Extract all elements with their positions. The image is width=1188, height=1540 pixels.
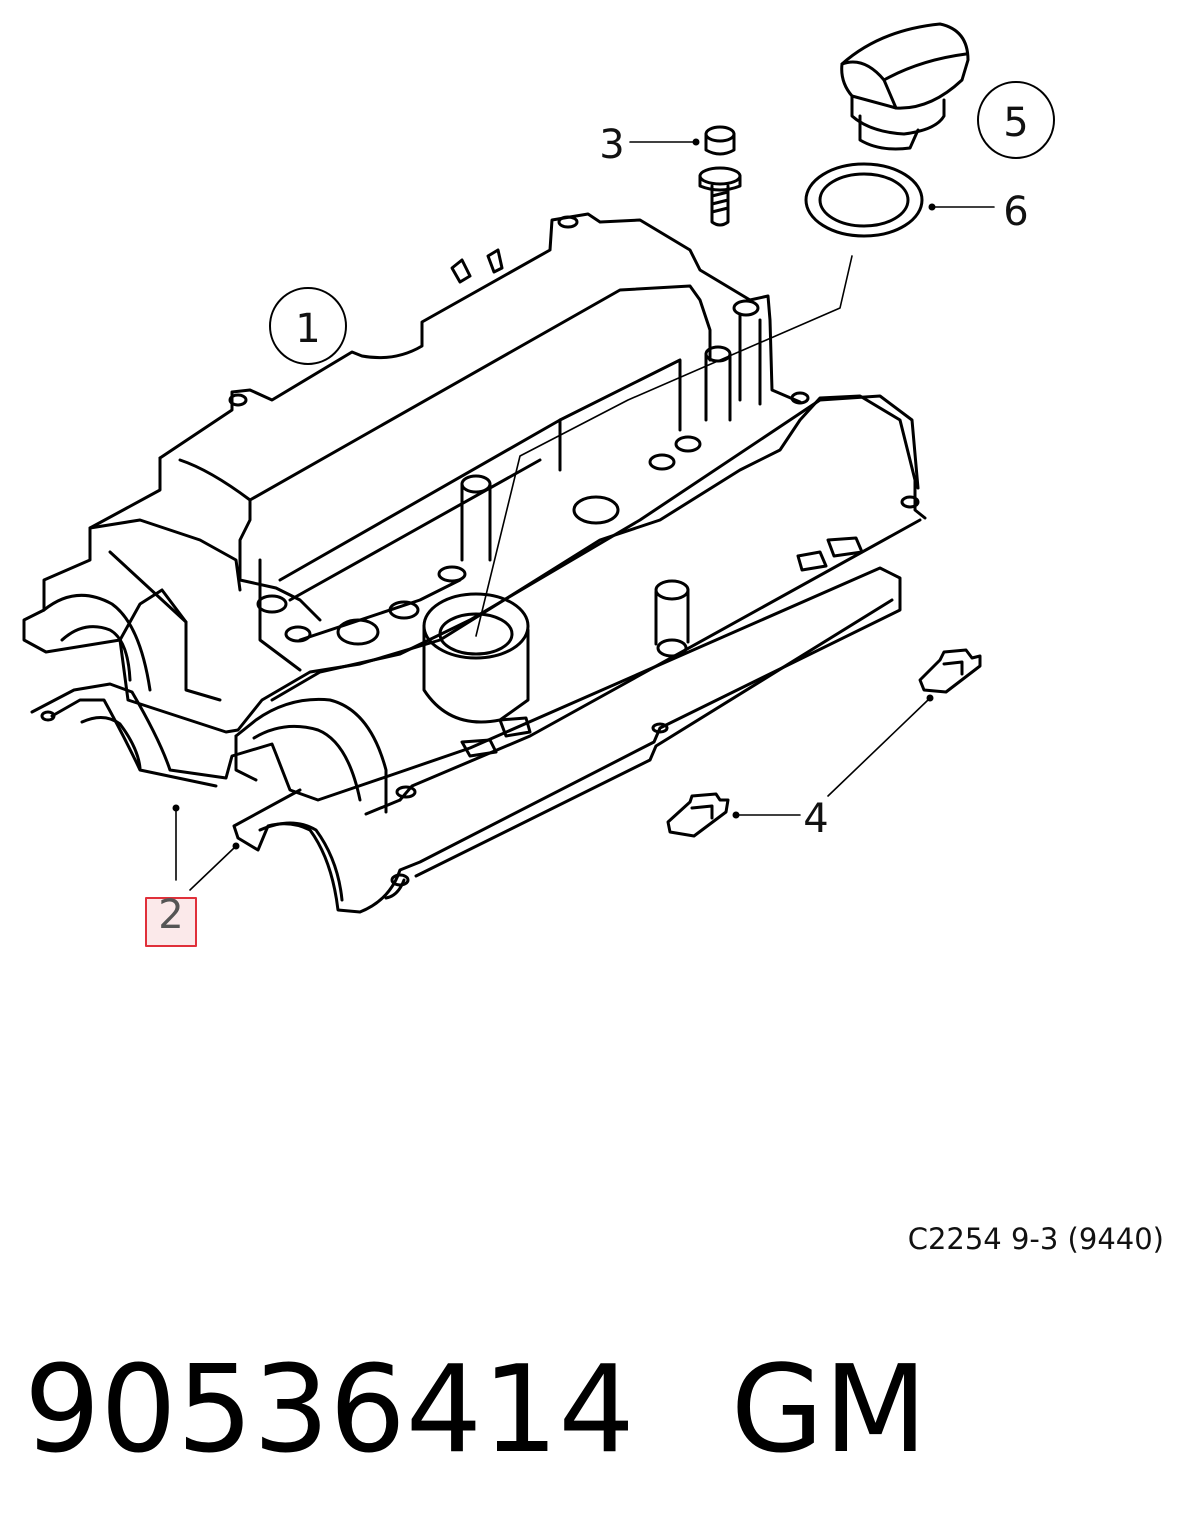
- callout-label-5: 5: [1003, 100, 1028, 146]
- callout-circle-5: [977, 81, 1055, 159]
- exploded-parts-diagram: 1 2 3 4 5 6: [22, 22, 1055, 947]
- cover-gasket: [30, 566, 902, 914]
- leader-lines: [175, 141, 995, 891]
- callout-label-6: 6: [1003, 189, 1028, 235]
- brand-name: GM: [730, 1341, 928, 1480]
- valve-cover: [22, 212, 927, 816]
- diagram-reference-code: C2254 9-3 (9440): [907, 1222, 1164, 1256]
- seal-ring: [804, 162, 924, 238]
- callout-circle-1: [269, 287, 347, 365]
- bolt: [698, 125, 742, 227]
- retaining-clip-lower: [666, 792, 730, 838]
- callout-label-4: 4: [803, 796, 828, 842]
- callout-highlight-box-2: [145, 897, 197, 947]
- oil-filler-cap: [840, 22, 970, 151]
- part-number: 90536414: [24, 1341, 635, 1480]
- retaining-clip-upper: [918, 648, 982, 694]
- callout-label-1: 1: [295, 306, 320, 352]
- callout-label-3: 3: [599, 122, 624, 168]
- callout-label-2: 2: [158, 892, 183, 938]
